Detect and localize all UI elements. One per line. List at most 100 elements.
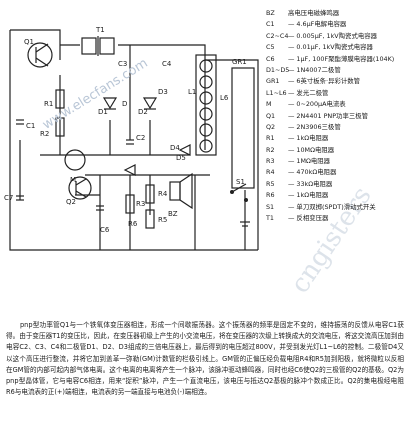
legend-description: — 6英寸板条·异彩计数管	[288, 77, 361, 86]
legend-row: Q1 — 2N4401 PNP功率三极管	[266, 111, 406, 122]
led-column	[195, 54, 217, 156]
legend-description: — 发光二极管	[288, 88, 329, 97]
legend-code: BZ	[266, 9, 275, 17]
legend-description: — 4.6μF电解电容器	[288, 20, 347, 29]
legend-row: Q2 — 2N3906三极管	[266, 122, 406, 133]
legend-description: — 33kΩ电阻器	[288, 179, 333, 188]
legend-row: R5 — 33kΩ电阻器	[266, 179, 406, 190]
component-label: D1	[98, 108, 108, 116]
component-label: BZ	[168, 210, 178, 218]
component-label: R2	[40, 130, 49, 138]
legend-description: 高电压电磁蜂鸣器	[288, 9, 340, 17]
legend-row: S1 — 单刀双掷(SPDT)滑动式开关	[266, 202, 406, 213]
legend-description: — 1kΩ电阻器	[288, 134, 329, 143]
t1-transformer	[81, 36, 115, 56]
legend-row: D1~D5— 1N4007二极管	[266, 65, 406, 76]
legend-code: D1~D5	[266, 65, 290, 74]
legend-code: Q2	[266, 122, 276, 131]
legend-row: M — 0~200μA电流表	[266, 99, 406, 110]
component-label: C2	[136, 134, 145, 142]
legend-code: S1	[266, 202, 275, 211]
legend-description: — 1N4007二极管	[288, 65, 341, 74]
legend-row: R3 — 1MΩ电阻器	[266, 156, 406, 167]
legend-row: BZ 高电压电磁蜂鸣器	[266, 8, 406, 19]
component-label: R1	[44, 100, 53, 108]
component-label: C6	[100, 226, 110, 234]
component-label: R3	[136, 200, 145, 208]
component-label: R6	[128, 220, 138, 228]
component-label: D2	[138, 108, 148, 116]
component-label: GR1	[232, 58, 247, 66]
legend-code: L1~L6	[266, 88, 287, 97]
legend-description: — 2N4401 PNP功率三极管	[288, 111, 369, 120]
legend-row: C1 — 4.6μF电解电容器	[266, 19, 406, 30]
component-label: D3	[158, 88, 168, 96]
legend-row: L1~L6— 发光二极管	[266, 88, 406, 99]
legend-row: R6 — 1kΩ电阻器	[266, 190, 406, 201]
legend-code: GR1	[266, 77, 280, 86]
legend-code: R5	[266, 179, 275, 188]
component-label: D4	[170, 144, 180, 152]
legend-description: — 0~200μA电流表	[288, 100, 346, 109]
diodes	[102, 97, 191, 176]
legend-description: — 1μF, 100F聚酯薄膜电容器(104K)	[288, 54, 395, 63]
legend-code: C2~C4	[266, 31, 289, 40]
legend-code: C1	[266, 20, 275, 29]
legend-code: Q1	[266, 111, 276, 120]
description-paragraph: pnp型功率管Q1与一个铁氧体变压器相连，形成一个间歇振荡器。这个振荡器的频率是…	[6, 320, 404, 398]
legend-row: R1 — 1kΩ电阻器	[266, 133, 406, 144]
parts-legend: BZ 高电压电磁蜂鸣器 C1 — 4.6μF电解电容器 C2~C4— 0.005μF, …	[266, 8, 406, 224]
legend-row: R4 — 470kΩ电阻器	[266, 167, 406, 178]
component-label: D5	[176, 154, 186, 162]
description-text: pnp型功率管Q1与一个铁氧体变压器相连，形成一个间歇振荡器。这个振荡器的频率是…	[6, 321, 405, 397]
legend-description: — 1kΩ电阻器	[288, 191, 329, 200]
legend-code: C6	[266, 54, 275, 63]
component-label: C1	[26, 122, 35, 130]
component-label: Q2	[66, 198, 76, 206]
meter	[64, 149, 86, 171]
component-label: C3	[118, 60, 127, 68]
legend-description: — 单刀双掷(SPDT)滑动式开关	[288, 202, 376, 211]
component-label: Q1	[24, 38, 34, 46]
legend-row: GR1 — 6英寸板条·异彩计数管	[266, 76, 406, 87]
capacitors	[16, 119, 134, 211]
legend-row: C5 — 0.01μF, 1kV陶瓷式电容器	[266, 42, 406, 53]
legend-row: R2 — 10MΩ电阻器	[266, 145, 406, 156]
legend-description: — 10MΩ电阻器	[288, 145, 335, 154]
resistors	[55, 89, 155, 229]
legend-code: R1	[266, 134, 275, 143]
legend-row: C2~C4— 0.005μF, 1kV陶瓷式电容器	[266, 31, 406, 42]
q2-transistor	[68, 176, 92, 200]
component-label: L6	[220, 94, 229, 102]
legend-description: — 反相变压器	[288, 214, 329, 223]
component-label: R5	[158, 216, 167, 224]
legend-code: C5	[266, 43, 275, 52]
component-label: R4	[158, 190, 168, 198]
legend-row: T1 — 反相变压器	[266, 213, 406, 224]
switch-s1	[230, 183, 248, 202]
legend-code: R6	[266, 191, 275, 200]
component-label: T1	[95, 26, 105, 34]
legend-code: R3	[266, 157, 275, 166]
geiger-tube	[231, 67, 255, 189]
legend-code: R4	[266, 168, 275, 177]
component-label: C4	[162, 60, 172, 68]
legend-description: — 2N3906三极管	[288, 122, 341, 131]
legend-description: — 0.01μF, 1kV陶瓷式电容器	[288, 43, 373, 52]
legend-code: M	[266, 100, 272, 109]
battery	[240, 221, 250, 227]
component-label: C7	[4, 194, 13, 202]
legend-code: R2	[266, 145, 275, 154]
component-label: S1	[236, 178, 245, 186]
q1-transistor	[27, 42, 53, 68]
legend-description: — 1MΩ电阻器	[288, 157, 331, 166]
component-label: D	[122, 100, 127, 108]
legend-row: C6 — 1μF, 100F聚酯薄膜电容器(104K)	[266, 54, 406, 65]
legend-description: — 0.005μF, 1kV陶瓷式电容器	[288, 31, 378, 40]
buzzer	[169, 172, 193, 210]
component-label: M	[70, 176, 76, 184]
legend-code: T1	[266, 214, 274, 223]
legend-description: — 470kΩ电阻器	[288, 168, 337, 177]
